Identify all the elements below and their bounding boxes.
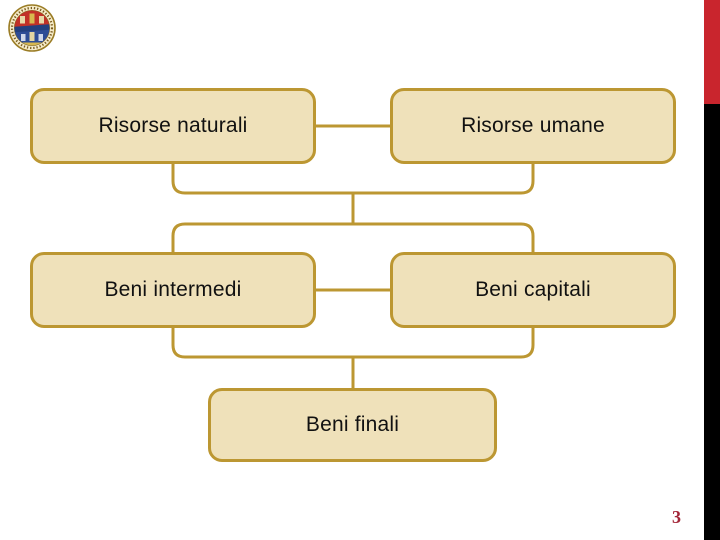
node-beni-finali: Beni finali xyxy=(208,388,497,462)
node-risorse-naturali: Risorse naturali xyxy=(30,88,316,164)
node-risorse-umane: Risorse umane xyxy=(390,88,676,164)
node-beni-capitali: Beni capitali xyxy=(390,252,676,328)
node-label: Risorse naturali xyxy=(98,114,248,137)
university-seal-logo xyxy=(8,4,56,52)
node-label: Beni capitali xyxy=(475,278,591,301)
connector-row1-bracket xyxy=(171,164,535,195)
page-number: 3 xyxy=(672,507,681,527)
red-accent-bar xyxy=(704,0,720,104)
node-label: Beni finali xyxy=(305,413,400,436)
connector-row2-top-bracket xyxy=(171,222,535,252)
node-label: Risorse umane xyxy=(461,114,605,137)
black-edge-bar xyxy=(704,104,720,540)
node-beni-intermedi: Beni intermedi xyxy=(30,252,316,328)
node-label: Beni intermedi xyxy=(104,278,242,301)
connector-row2-bottom-bracket xyxy=(171,328,535,359)
